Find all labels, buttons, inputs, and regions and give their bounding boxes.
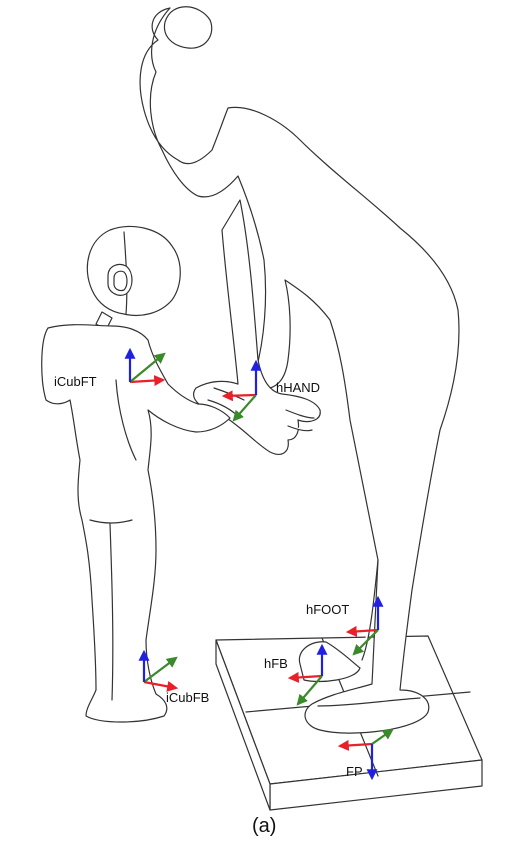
frame-icubfb: iCubFB bbox=[138, 649, 209, 705]
frame-hfoot: hFOOT bbox=[306, 595, 384, 656]
frame-fp-y-arrow bbox=[371, 728, 394, 745]
frame-fp: FP bbox=[337, 728, 394, 781]
frame-hfb: hFB bbox=[264, 643, 328, 706]
frame-icubft: iCubFT bbox=[54, 347, 166, 389]
frame-hfb-x-arrow bbox=[287, 671, 323, 683]
frame-icubfb-y-arrow bbox=[143, 656, 178, 683]
label-hfoot: hFOOT bbox=[306, 602, 349, 617]
frame-hhand-y-arrow bbox=[232, 394, 257, 422]
human-figure bbox=[139, 6, 460, 734]
frame-hfb-y-arrow bbox=[296, 675, 323, 706]
frame-icubft-x-arrow bbox=[129, 375, 166, 387]
frame-hfoot-x-arrow bbox=[345, 625, 379, 637]
label-hhand: hHAND bbox=[276, 380, 320, 395]
frame-hhand-x-arrow bbox=[221, 390, 257, 402]
label-fp: FP bbox=[346, 764, 363, 779]
frame-hhand: hHAND bbox=[221, 359, 320, 422]
icub-robot-figure bbox=[41, 225, 231, 723]
figure-caption: (a) bbox=[252, 815, 276, 837]
frame-icubft-y-arrow bbox=[129, 352, 166, 383]
label-icubft: iCubFT bbox=[54, 374, 97, 389]
label-icubfb: iCubFB bbox=[166, 690, 209, 705]
frame-icubfb-x-arrow bbox=[143, 680, 179, 692]
frame-fp-x-arrow bbox=[337, 739, 373, 751]
frame-hfoot-y-arrow bbox=[352, 629, 379, 656]
label-hfb: hFB bbox=[264, 656, 288, 671]
